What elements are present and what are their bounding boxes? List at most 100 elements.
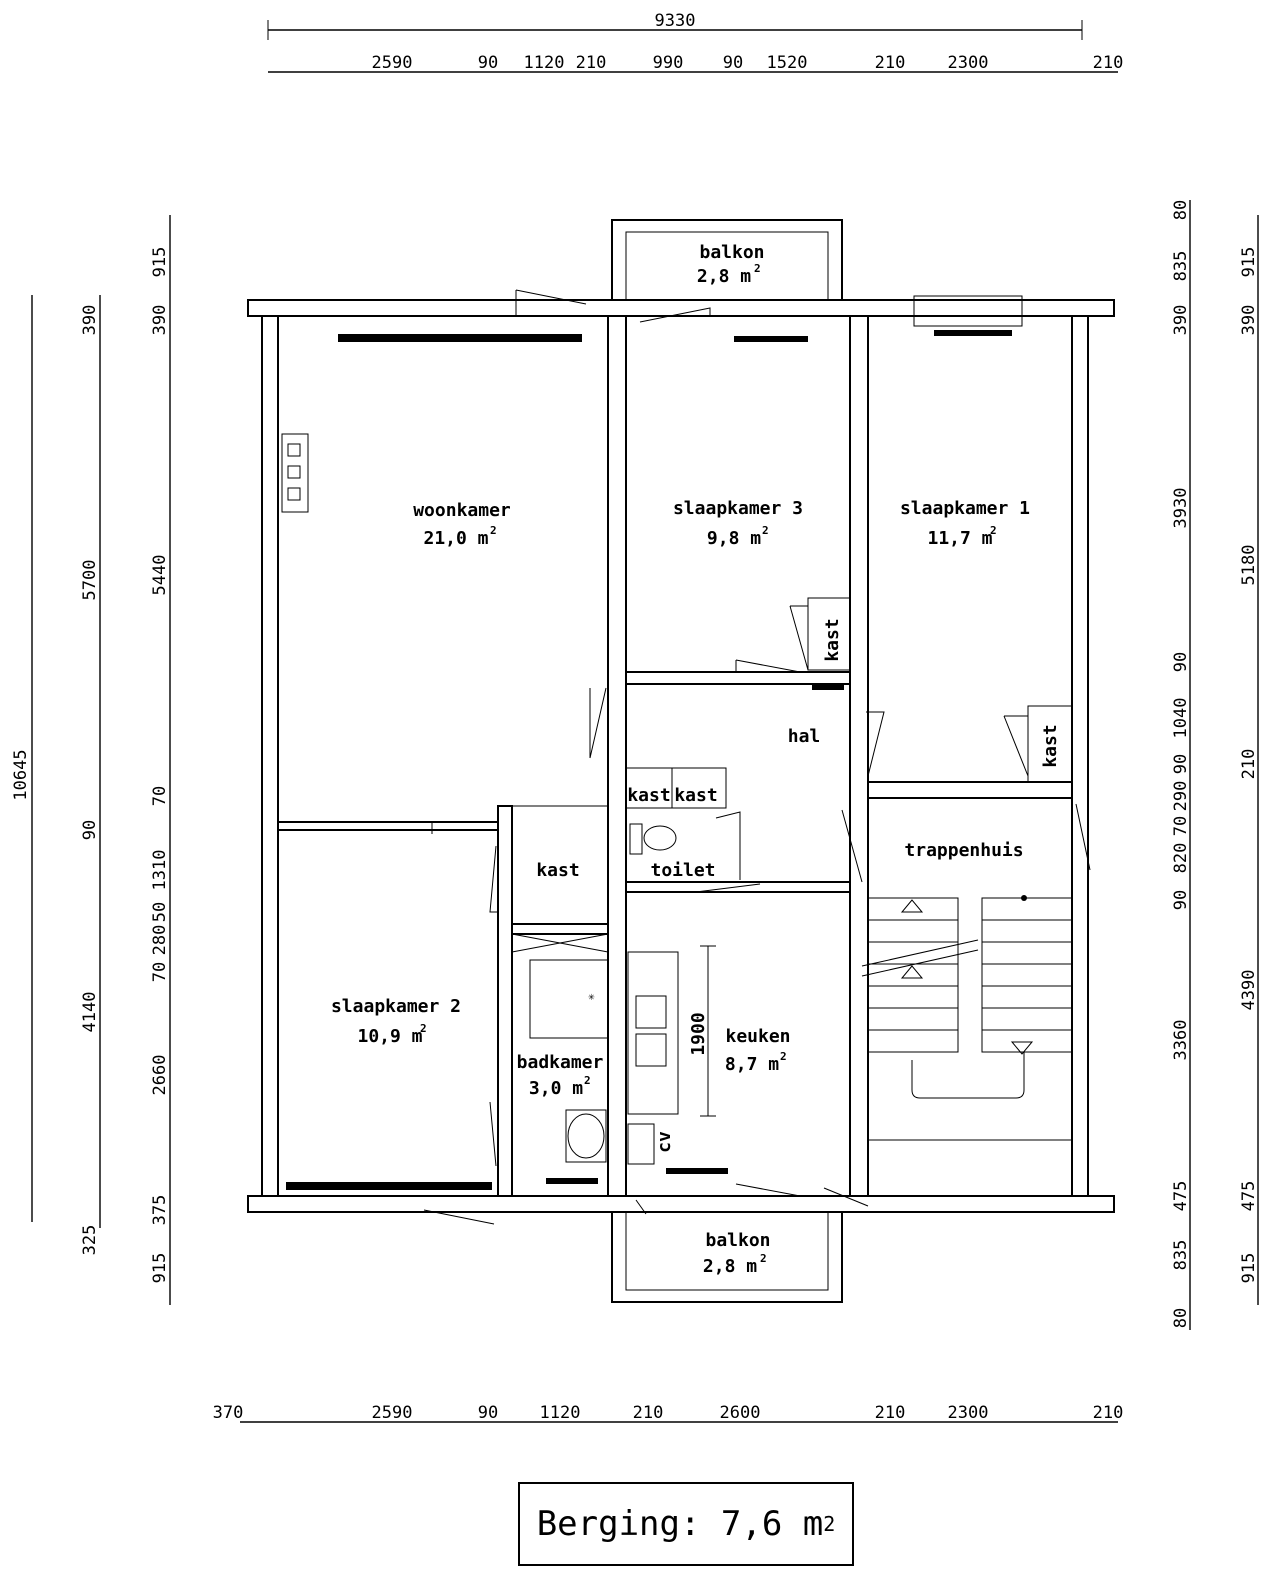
woonkamer-area: 21,0 m <box>423 528 488 549</box>
hal-label: hal <box>788 726 821 747</box>
slaapkamer3-sup: 2 <box>762 524 769 537</box>
dim-right-c1-6: 1040 <box>1171 698 1191 739</box>
kast-main-label: kast <box>536 860 579 881</box>
kast-s1-label: kast <box>1040 724 1061 767</box>
dim-top-10: 210 <box>1093 53 1124 73</box>
balkon-bottom-label: balkon <box>705 1230 770 1251</box>
bottom-dimensions: 370 2590 90 1120 210 2600 210 2300 210 <box>213 1403 1124 1423</box>
top-dimensions: 9330 2590 90 1120 210 990 90 1520 210 23… <box>267 11 1124 73</box>
balkon-top-area: 2,8 m <box>697 266 751 287</box>
dim-top-9: 2300 <box>948 53 989 73</box>
dim-left-c3-8: 70 <box>150 962 170 982</box>
dim-top-4: 210 <box>576 53 607 73</box>
dim-bottom-2: 2590 <box>372 1403 413 1423</box>
dim-left-c2-3: 90 <box>80 820 100 840</box>
kitchen-length-label: 1900 <box>688 1012 709 1055</box>
dim-bottom-7: 210 <box>875 1403 906 1423</box>
dim-right-c1-12: 3360 <box>1171 1020 1191 1061</box>
dim-right-c2-7: 915 <box>1239 1253 1259 1284</box>
dim-top-8: 210 <box>875 53 906 73</box>
keuken-area: 8,7 m <box>725 1054 779 1075</box>
dim-left-c3-4: 70 <box>150 786 170 806</box>
dim-left-c3-3: 5440 <box>150 555 170 596</box>
dim-bottom-6: 2600 <box>720 1403 761 1423</box>
dim-right-c1-7: 90 <box>1171 754 1191 774</box>
dim-top-1: 2590 <box>372 53 413 73</box>
slaapkamer1-area: 11,7 m <box>927 528 992 549</box>
dim-left-c3-5: 1310 <box>150 850 170 891</box>
dim-right-c1-3: 390 <box>1171 305 1191 336</box>
dim-left-c2-4: 4140 <box>80 992 100 1033</box>
staircase <box>861 895 1073 1141</box>
dim-right-c1-5: 90 <box>1171 652 1191 672</box>
badkamer-label: badkamer <box>517 1052 604 1073</box>
keuken-label: keuken <box>725 1026 790 1047</box>
kast-a-label: kast <box>627 785 670 806</box>
kast-b-label: kast <box>674 785 717 806</box>
dim-left-c3-9: 2660 <box>150 1055 170 1096</box>
dim-bottom-1: 370 <box>213 1403 244 1423</box>
dim-bottom-5: 210 <box>633 1403 664 1423</box>
slaapkamer3-label: slaapkamer 3 <box>673 498 803 519</box>
dim-bottom-4: 1120 <box>540 1403 581 1423</box>
dim-left-c3-11: 915 <box>150 1253 170 1284</box>
dim-left-c2-5: 325 <box>80 1225 100 1256</box>
dim-left-c2-1: 390 <box>80 305 100 336</box>
slaapkamer3-area: 9,8 m <box>707 528 761 549</box>
dim-right-c2-3: 5180 <box>1239 545 1259 586</box>
slaapkamer1-label: slaapkamer 1 <box>900 498 1030 519</box>
left-dimensions: 10645 390 5700 90 4140 325 915 390 5440 … <box>11 215 171 1305</box>
kast-s3-label: kast <box>822 618 843 661</box>
dim-right-c1-1: 80 <box>1171 200 1191 220</box>
room-labels: balkon 2,8 m 2 woonkamer 21,0 m 2 slaapk… <box>331 242 1061 1277</box>
dim-right-c2-6: 475 <box>1239 1181 1259 1212</box>
dim-right-c2-5: 4390 <box>1239 970 1259 1011</box>
slaapkamer1-sup: 2 <box>990 524 997 537</box>
dim-top-5: 990 <box>653 53 684 73</box>
dim-left-c2-2: 5700 <box>80 560 100 601</box>
dim-top-total: 9330 <box>655 11 696 31</box>
berging-label: Berging: 7,6 m <box>536 1504 824 1544</box>
dim-right-c2-4: 210 <box>1239 749 1259 780</box>
cv-label: cv <box>654 1131 675 1153</box>
dim-right-c1-2: 835 <box>1171 251 1191 282</box>
berging-sup: 2 <box>823 1512 836 1536</box>
dim-right-c1-9: 70 <box>1171 816 1191 836</box>
dim-left-c3-7: 280 <box>150 925 170 956</box>
right-dimensions: 80 835 390 3930 90 1040 90 290 70 820 90… <box>1171 200 1259 1330</box>
balkon-top-label: balkon <box>699 242 764 263</box>
dim-right-c1-13: 475 <box>1171 1181 1191 1212</box>
slaapkamer2-area: 10,9 m <box>357 1026 422 1047</box>
walls: ✳ <box>247 219 1115 1303</box>
dim-left-c3-2: 390 <box>150 305 170 336</box>
dim-right-c1-14: 835 <box>1171 1240 1191 1271</box>
dim-right-c1-8: 290 <box>1171 781 1191 812</box>
balkon-bottom-area: 2,8 m <box>703 1256 757 1277</box>
dim-top-7: 1520 <box>767 53 808 73</box>
dim-bottom-3: 90 <box>478 1403 498 1423</box>
dim-top-6: 90 <box>723 53 743 73</box>
dim-left-c3-1: 915 <box>150 247 170 278</box>
woonkamer-label: woonkamer <box>413 500 511 521</box>
dim-top-3: 1120 <box>524 53 565 73</box>
dim-right-c1-10: 820 <box>1171 843 1191 874</box>
dim-right-c2-1: 915 <box>1239 247 1259 278</box>
svg-text:✳: ✳ <box>588 990 595 1003</box>
dim-top-2: 90 <box>478 53 498 73</box>
dim-bottom-8: 2300 <box>948 1403 989 1423</box>
dim-right-c1-15: 80 <box>1171 1308 1191 1328</box>
dim-bottom-9: 210 <box>1093 1403 1124 1423</box>
badkamer-area: 3,0 m <box>529 1078 583 1099</box>
dim-left-c3-6: 50 <box>150 902 170 922</box>
balkon-bottom-sup: 2 <box>760 1252 767 1265</box>
dim-right-c1-11: 90 <box>1171 890 1191 910</box>
dim-right-c2-2: 390 <box>1239 305 1259 336</box>
balkon-top-sup: 2 <box>754 262 761 275</box>
slaapkamer2-label: slaapkamer 2 <box>331 996 461 1017</box>
trappenhuis-label: trappenhuis <box>904 840 1023 861</box>
dim-left-total: 10645 <box>11 749 31 800</box>
toilet-label: toilet <box>650 860 715 881</box>
slaapkamer2-sup: 2 <box>420 1022 427 1035</box>
